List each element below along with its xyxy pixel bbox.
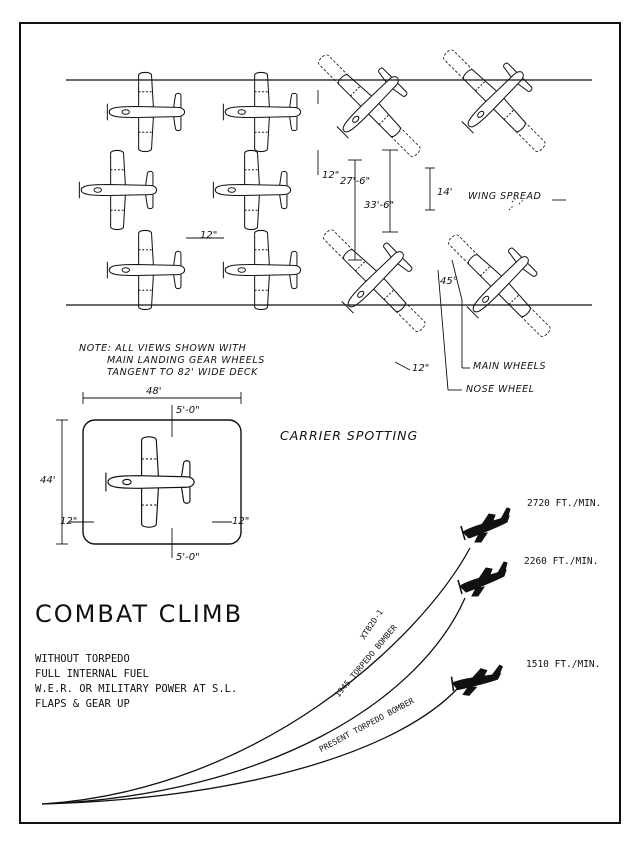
spotted-aircraft-group-left bbox=[78, 71, 302, 311]
condition-line: FLAPS & GEAR UP bbox=[35, 698, 130, 710]
condition-line: WITHOUT TORPEDO bbox=[35, 653, 130, 665]
rate-label-xtb2d: 2720 FT./MIN. bbox=[527, 498, 602, 509]
box-width-label: 48' bbox=[146, 386, 162, 397]
dim-gap-b: 12" bbox=[200, 230, 218, 241]
box-right-clear-label: 12" bbox=[232, 516, 250, 527]
condition-line: FULL INTERNAL FUEL bbox=[35, 668, 149, 680]
note-line: TANGENT TO 82' WIDE DECK bbox=[107, 367, 258, 378]
box-height-label: 44' bbox=[40, 475, 56, 486]
dim-row-spacing-a: 27'-6" bbox=[340, 176, 371, 187]
drawing-sheet-border bbox=[19, 22, 621, 824]
note-line: NOTE: ALL VIEWS SHOWN WITH bbox=[79, 343, 247, 354]
box-top-clear-label: 5'-0" bbox=[176, 405, 200, 416]
condition-line: W.E.R. OR MILITARY POWER AT S.L. bbox=[35, 683, 238, 695]
folded-aircraft-box bbox=[56, 392, 242, 558]
callout-nose-wheel: NOSE WHEEL bbox=[466, 384, 535, 395]
note-line: MAIN LANDING GEAR WHEELS bbox=[107, 355, 265, 366]
climb-curves bbox=[41, 547, 471, 805]
dim-row-spacing-b: 33'-6" bbox=[364, 200, 395, 211]
dim-gap-c: 12" bbox=[412, 363, 430, 374]
combat-climb-title: COMBAT CLIMB bbox=[35, 600, 244, 628]
dimension-lines bbox=[186, 90, 566, 391]
climb-conditions: WITHOUT TORPEDO FULL INTERNAL FUEL W.E.R… bbox=[35, 652, 237, 712]
callout-wing-spread: WING SPREAD bbox=[468, 191, 542, 202]
rate-label-1945: 2260 FT./MIN. bbox=[524, 556, 599, 567]
carrier-spotting-title: CARRIER SPOTTING bbox=[280, 428, 419, 443]
rate-label-present: 1510 FT./MIN. bbox=[526, 659, 601, 670]
callout-main-wheels: MAIN WHEELS bbox=[473, 361, 546, 372]
dim-spread-gap: 14' bbox=[437, 187, 453, 198]
spotting-note: NOTE: ALL VIEWS SHOWN WITH MAIN LANDING … bbox=[79, 343, 299, 379]
jet-silhouettes bbox=[448, 507, 511, 701]
dim-gap-a: 12" bbox=[322, 170, 340, 181]
box-bottom-clear-label: 5'-0" bbox=[176, 552, 200, 563]
dim-angle: 45° bbox=[440, 276, 458, 287]
box-left-clear-label: 12" bbox=[60, 516, 78, 527]
